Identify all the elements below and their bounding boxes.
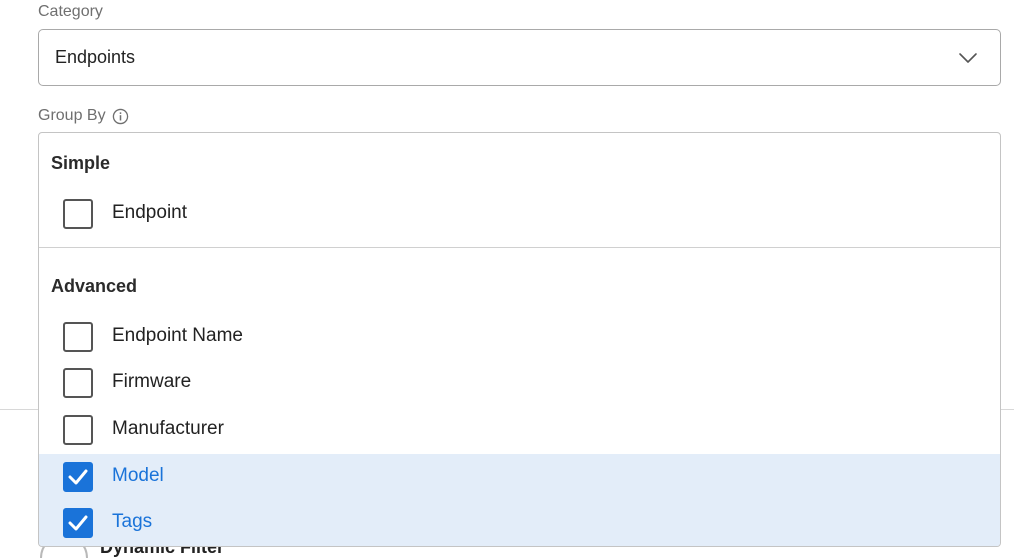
option-label: Model xyxy=(112,465,164,486)
group-by-label-text: Group By xyxy=(38,107,106,124)
checkbox[interactable] xyxy=(63,462,93,492)
chevron-down-icon xyxy=(959,52,977,63)
check-icon xyxy=(68,515,88,531)
checkbox[interactable] xyxy=(63,368,93,398)
group-header-advanced: Advanced xyxy=(51,276,138,296)
checkbox[interactable] xyxy=(63,322,93,352)
option-firmware[interactable]: Firmware xyxy=(39,360,1000,406)
checkbox[interactable] xyxy=(63,508,93,538)
option-endpoint[interactable]: Endpoint xyxy=(39,191,1000,237)
option-label: Endpoint xyxy=(112,202,188,223)
checkbox[interactable] xyxy=(63,415,93,445)
option-label: Tags xyxy=(112,511,153,532)
group-divider xyxy=(39,247,1000,248)
group-by-label: Group By xyxy=(38,107,129,125)
category-select[interactable]: Endpoints xyxy=(38,29,1001,86)
option-model[interactable]: Model xyxy=(39,454,1000,500)
option-tags[interactable]: Tags xyxy=(39,500,1000,546)
group-header-simple: Simple xyxy=(51,153,111,173)
check-icon xyxy=(68,469,88,485)
info-icon[interactable] xyxy=(112,108,129,125)
group-by-dropdown: Simple Endpoint Advanced Endpoint Name F… xyxy=(38,132,1001,547)
option-endpoint-name[interactable]: Endpoint Name xyxy=(39,314,1000,360)
option-manufacturer[interactable]: Manufacturer xyxy=(39,407,1000,453)
option-label: Endpoint Name xyxy=(112,325,243,346)
checkbox[interactable] xyxy=(63,199,93,229)
option-label: Manufacturer xyxy=(112,418,224,439)
option-label: Firmware xyxy=(112,371,192,392)
category-selected-value: Endpoints xyxy=(55,47,136,67)
category-label: Category xyxy=(38,3,103,20)
